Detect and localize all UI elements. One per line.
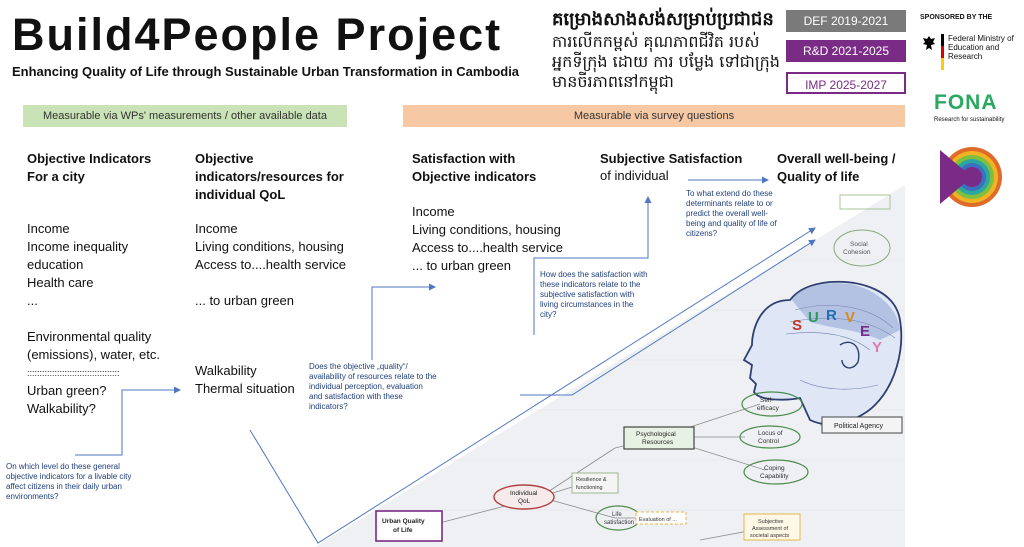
node-indiv2: QoL [518, 498, 531, 505]
node-life1: Life [612, 512, 622, 518]
col5-heading-line2: Quality of life [777, 169, 860, 184]
svg-text:E: E [860, 323, 870, 340]
svg-text:R: R [826, 307, 837, 324]
project-logo [940, 147, 1002, 207]
list-item: Income [27, 221, 70, 236]
node-social: Social [850, 241, 868, 248]
list-item: Access to....health service [195, 257, 347, 272]
node-subj3: societal aspects [750, 533, 789, 539]
list-item: Walkability [195, 363, 257, 378]
svg-text:S: S [792, 317, 802, 334]
list-item: Walkability? [27, 401, 96, 416]
node-self: Self- [760, 397, 773, 404]
node-coping1: Coping [764, 465, 785, 472]
node-resilience2: functioning [576, 485, 603, 491]
col1-heading-line1: Objective Indicators [27, 151, 152, 166]
phase-imp: IMP 2025-2027 [786, 72, 906, 94]
node-subj1: Subjective [758, 519, 783, 525]
list-item: (emissions), water, etc. [27, 347, 160, 362]
node-resilience1: Resilience & [576, 477, 607, 483]
node-psych2: Resources [642, 439, 674, 446]
eagle-icon [923, 36, 935, 50]
list-item: Income [412, 204, 455, 219]
khmer-title-line1: គម្រោងសាងសង់សម្រាប់ប្រជាជន [552, 9, 774, 30]
khmer-title-line2: ការលើកកម្ពស់ គុណភាពជីវិត របស់ អ្នកទីក្រុ… [552, 32, 780, 91]
sponsor-label: SPONSORED BY THE [920, 14, 993, 21]
svg-text:U: U [808, 309, 819, 326]
list-item: Income inequality [27, 239, 129, 254]
list-item [195, 274, 346, 292]
node-cohesion: Cohesion [843, 249, 871, 256]
list-item: ... to urban green [195, 293, 295, 308]
col2-heading-line1: Objective [195, 151, 254, 166]
col2-heading-line3: individual QoL [195, 187, 286, 202]
list-item: ... [27, 293, 38, 308]
fona-subtitle: Research for sustainability [934, 117, 1005, 123]
list-item: education [27, 257, 84, 272]
node-evaluation: Evaluation of ... [639, 517, 677, 523]
question-2: Does the objective „quality“/ availabili… [309, 362, 437, 411]
node-locus: Locus of [758, 430, 783, 437]
node-life2: satisfaction [604, 520, 634, 526]
svg-text:Y: Y [872, 339, 882, 356]
phase-rnd: R&D 2021-2025 [786, 40, 906, 62]
list-item: Environmental quality [27, 329, 152, 344]
col3-list: Income Living conditions, housing Access… [412, 203, 563, 275]
node-urban2: of Life [393, 527, 413, 534]
col2-heading-line2: indicators/resources for [195, 169, 344, 184]
fona-logo: FONA [934, 91, 998, 114]
list-item: Thermal situation [195, 381, 295, 396]
svg-text:V: V [845, 309, 855, 326]
list-item [27, 310, 160, 328]
ministry-name: Federal Ministry of Education and Resear… [948, 34, 1014, 61]
col3-heading: Satisfaction with Objective indicators [412, 150, 536, 186]
col5-heading-line1: Overall well-being / [777, 151, 896, 166]
list-item: Health care [27, 275, 94, 290]
col5-heading: Overall well-being / Quality of life [777, 150, 895, 186]
project-title: Build4People Project [12, 9, 503, 60]
node-control: Control [758, 438, 780, 445]
flow-arrows [75, 176, 816, 544]
node-indiv1: Individual [510, 490, 538, 497]
node-psych1: Psychological [636, 431, 676, 438]
phase-def: DEF 2019-2021 [786, 10, 906, 32]
node-coping2: Capability [760, 473, 789, 480]
list-item: Living conditions, housing [195, 239, 344, 254]
band-measurable-survey: Measurable via survey questions [403, 105, 905, 127]
head-illustration: S U R V E Y [742, 280, 903, 425]
question-4: To what extend do these determinants rel… [686, 189, 777, 238]
band-measurable-data: Measurable via WPs' measurements / other… [23, 105, 347, 127]
node-political: Political Agency [834, 423, 884, 430]
col2-list-2: Walkability Thermal situation [195, 362, 295, 398]
question-3: How does the satisfaction with these ind… [540, 270, 648, 319]
col3-heading-line2: Objective indicators [412, 169, 537, 184]
list-item: Urban green? [27, 383, 107, 398]
node-subj2: Assessment of [752, 526, 789, 532]
col1-heading: Objective Indicators For a city [27, 150, 151, 186]
node-efficacy: efficacy [757, 405, 780, 412]
col1-heading-line2: For a city [27, 169, 85, 184]
col4-heading: Subjective Satisfaction [600, 151, 743, 166]
project-subtitle: Enhancing Quality of Life through Sustai… [12, 64, 520, 79]
col2-list: Income Living conditions, housing Access… [195, 220, 346, 310]
col2-heading: Objective indicators/resources for indiv… [195, 150, 344, 204]
list-item: Access to....health service [412, 240, 564, 255]
list-item: ... to urban green [412, 258, 512, 273]
node-urban1: Urban Quality [382, 518, 425, 525]
list-item: Living conditions, housing [412, 222, 561, 237]
col4-subheading: of individual [600, 168, 669, 183]
col3-heading-line1: Satisfaction with [412, 151, 516, 166]
list-item: ::::::::::::::::::::::::::::::::::::: [27, 368, 120, 378]
khmer-title: គម្រោងសាងសង់សម្រាប់ប្រជាជន ការលើកកម្ពស់ … [552, 8, 782, 92]
list-item: Income [195, 221, 238, 236]
question-1: On which level do these general objectiv… [6, 462, 132, 501]
col1-list: Income Income inequality education Healt… [27, 220, 160, 418]
